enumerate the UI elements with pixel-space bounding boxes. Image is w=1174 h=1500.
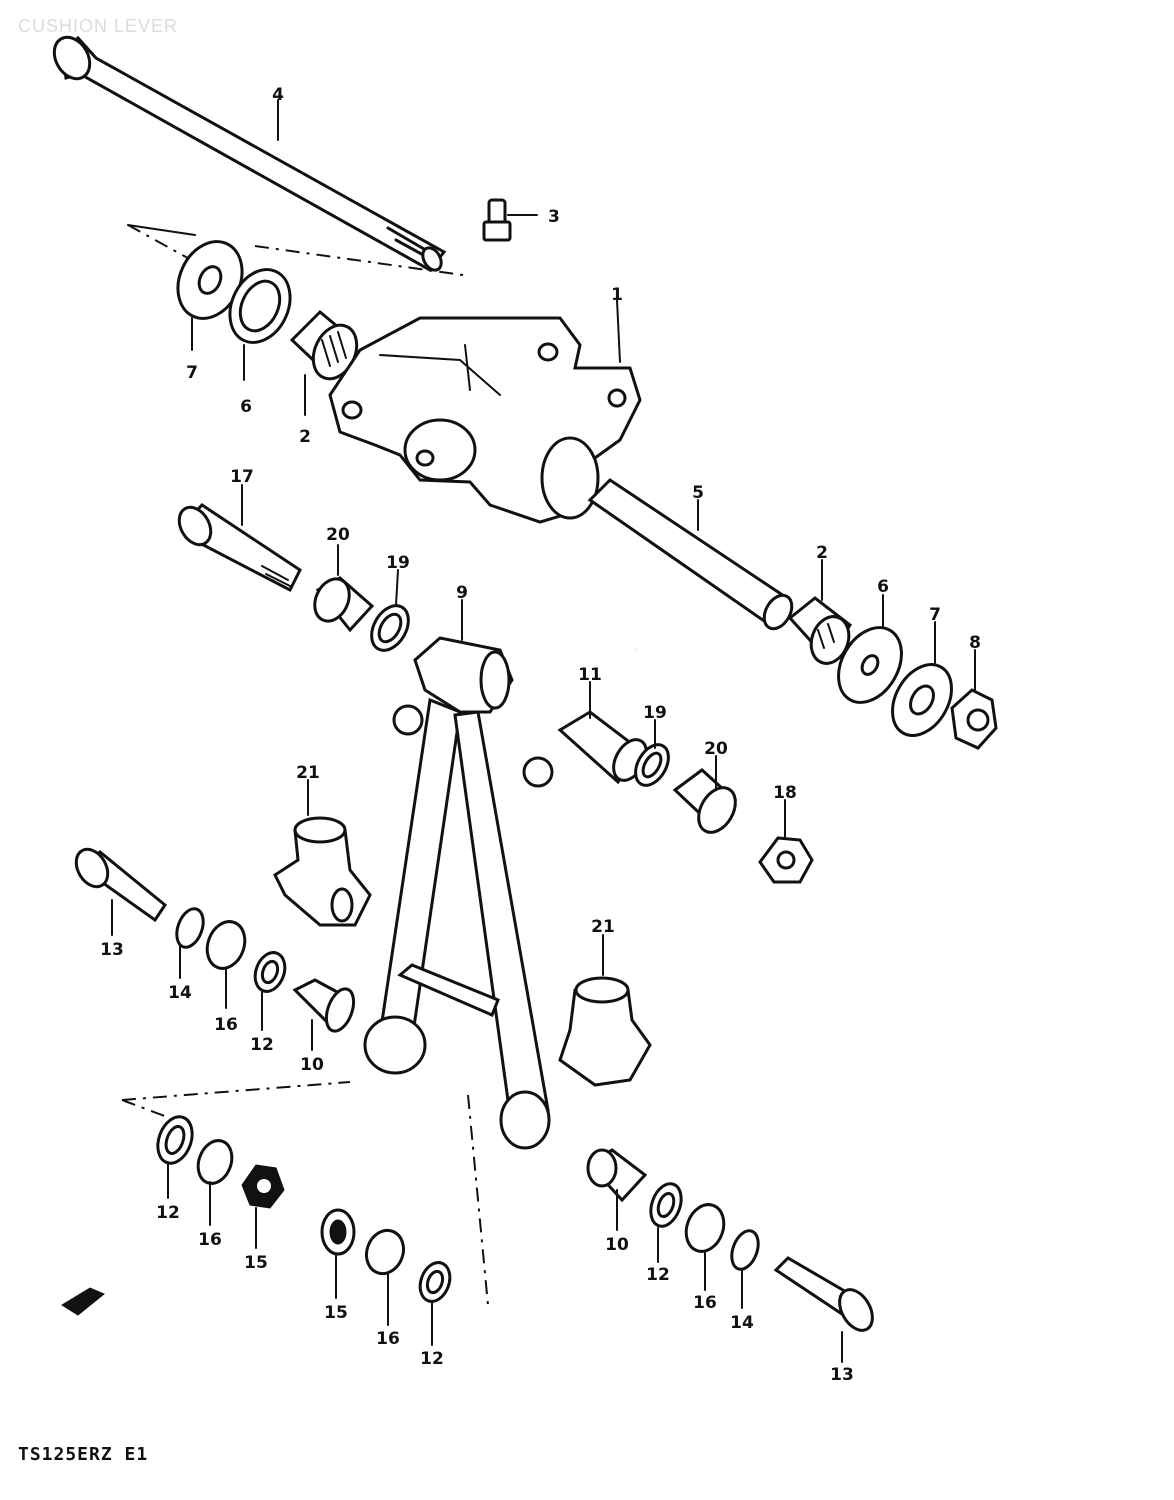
label-14-right: 14 — [730, 1313, 754, 1333]
label-16-lower: 16 — [198, 1230, 222, 1250]
label-21-right: 21 — [591, 917, 615, 937]
part-12-seal-lower — [156, 1115, 194, 1165]
label-15-bottom: 15 — [324, 1303, 348, 1323]
part-number-labels: 4 3 1 7 6 2 17 5 20 2 19 6 9 7 8 11 19 2… — [100, 85, 981, 1385]
label-8: 8 — [969, 633, 981, 653]
part-5-collar — [587, 478, 794, 631]
label-7-top: 7 — [186, 363, 198, 383]
label-17: 17 — [230, 467, 254, 487]
leader-lines — [111, 99, 976, 1363]
part-19-seal-left — [370, 604, 410, 652]
label-12-right: 12 — [646, 1265, 670, 1285]
part-16-spacer-left — [205, 920, 247, 970]
label-14-left: 14 — [168, 983, 192, 1003]
label-7-right: 7 — [929, 605, 941, 625]
label-10-right: 10 — [605, 1235, 629, 1255]
label-6-right: 6 — [877, 577, 889, 597]
label-19-middle: 19 — [643, 703, 667, 723]
label-13-right: 13 — [830, 1365, 854, 1385]
label-2-right: 2 — [816, 543, 828, 563]
label-20-left: 20 — [326, 525, 350, 545]
label-16-right: 16 — [693, 1293, 717, 1313]
front-arrow-icon — [61, 1287, 105, 1316]
part-21-joint-right — [558, 976, 652, 1087]
label-13-left: 13 — [100, 940, 124, 960]
part-15-nut-lower — [241, 1164, 285, 1209]
label-12-left: 12 — [250, 1035, 274, 1055]
part-2-bearing-left — [289, 309, 359, 381]
part-6-seal-left — [228, 268, 292, 344]
label-12-bottom: 12 — [420, 1349, 444, 1369]
label-10-left: 10 — [300, 1055, 324, 1075]
part-3-grease-nipple — [482, 198, 538, 242]
part-13-bolt-left — [74, 847, 168, 923]
part-10-bearing-left — [292, 978, 356, 1033]
part-6-seal-right — [837, 626, 903, 704]
part-18-nut — [758, 836, 814, 884]
label-11: 11 — [578, 665, 602, 685]
diagram-title: CUSHION LEVER — [18, 16, 179, 36]
label-12-lower: 12 — [156, 1203, 180, 1223]
part-19-seal-middle — [634, 743, 670, 787]
label-2-top: 2 — [299, 427, 311, 447]
part-12-seal-left — [253, 951, 287, 993]
part-13-bolt-right — [773, 1256, 874, 1332]
part-17-bolt — [177, 503, 302, 593]
part-14-washer-right — [730, 1229, 760, 1271]
label-4: 4 — [272, 85, 284, 105]
label-16-bottom: 16 — [376, 1329, 400, 1349]
part-20-bushing-middle — [672, 768, 738, 834]
label-21-left: 21 — [296, 763, 320, 783]
part-16-spacer-bottom — [364, 1228, 406, 1276]
label-6-top: 6 — [240, 397, 252, 417]
label-19-left: 19 — [386, 553, 410, 573]
label-3: 3 — [548, 207, 560, 227]
part-12-seal-right — [649, 1182, 683, 1228]
part-1-cushion-lever — [328, 299, 642, 524]
part-9-rod — [363, 636, 554, 1150]
part-4-bolt — [52, 35, 447, 272]
label-20-middle: 20 — [704, 739, 728, 759]
part-7-washer-left — [176, 240, 244, 320]
label-16-left: 16 — [214, 1015, 238, 1035]
part-10-bearing-right — [586, 1148, 648, 1203]
part-14-washer-left — [175, 907, 205, 949]
label-5: 5 — [692, 483, 704, 503]
part-16-spacer-lower — [196, 1139, 234, 1185]
label-18: 18 — [773, 783, 797, 803]
part-15-nut-bottom — [320, 1208, 356, 1256]
label-9: 9 — [456, 583, 468, 603]
part-2-bearing-right — [787, 596, 852, 665]
label-15-lower: 15 — [244, 1253, 268, 1273]
label-1: 1 — [611, 285, 623, 305]
part-16-spacer-right — [684, 1203, 726, 1253]
part-20-bushing-left — [313, 576, 375, 633]
model-code: TS125ERZ E1 — [18, 1444, 149, 1465]
part-8-nut — [950, 688, 998, 750]
part-7-washer-right — [891, 663, 953, 737]
part-12-seal-bottom — [418, 1261, 452, 1303]
part-21-joint-left — [273, 816, 372, 927]
